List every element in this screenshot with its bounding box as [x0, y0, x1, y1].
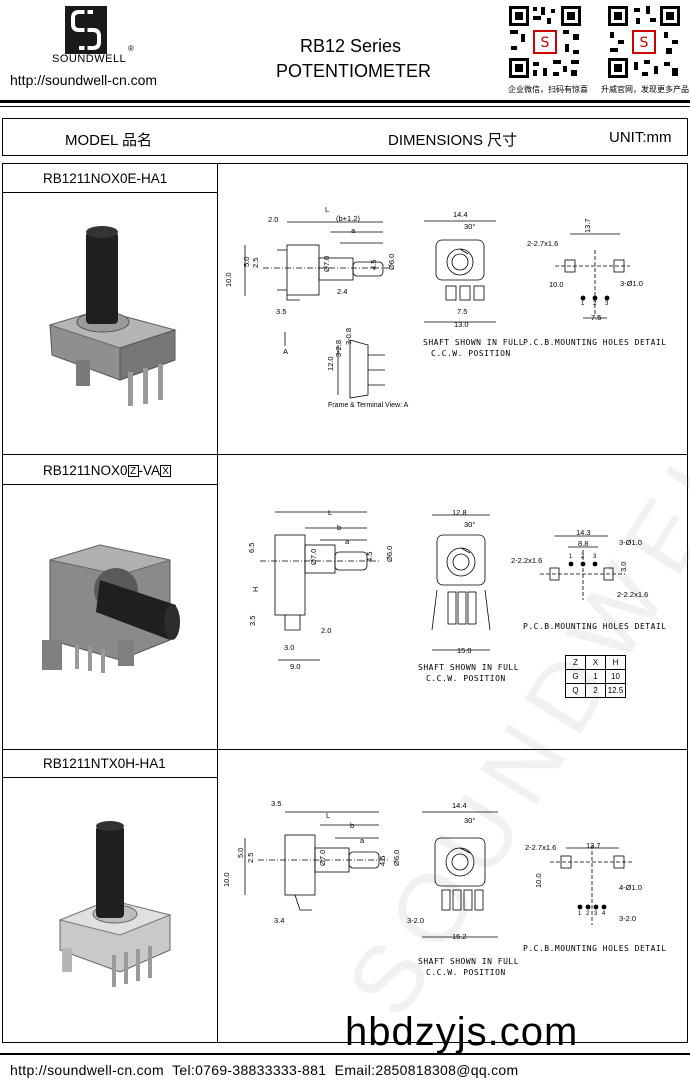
unit-label: UNIT:mm: [609, 129, 672, 146]
pcb-caption-3: P.C.B.MOUNTING HOLES DETAIL: [523, 944, 667, 953]
model-name-3: RB1211NTX0H-HA1: [43, 756, 166, 771]
variant-table-cell: X: [585, 655, 606, 670]
shaft-caption-3-line1: SHAFT SHOWN IN FULL: [418, 957, 520, 966]
shaft-caption-2-line2: C.C.W. POSITION: [426, 674, 506, 683]
product-title: POTENTIOMETER: [276, 61, 432, 81]
row-divider: [3, 777, 217, 778]
column-header-bar: MODEL 品名 DIMENSIONS 尺寸 UNIT:mm: [2, 118, 688, 156]
variant-table-cell: 12.5: [605, 683, 626, 698]
variant-table-cell: Z: [565, 655, 586, 670]
model-name-2-mid: -VA: [138, 463, 161, 478]
site-watermark: hbdzyjs.com: [345, 1010, 579, 1054]
brand-name: SOUNDWELL: [52, 53, 127, 65]
variant-table-row: G 1 10: [565, 669, 626, 684]
header-rule-thin: [0, 106, 690, 107]
soundwell-logo: [65, 6, 107, 54]
variant-table: Z X H G 1 10 Q 2 12.5: [565, 655, 626, 698]
shaft-caption-2-line1: SHAFT SHOWN IN FULL: [418, 663, 520, 672]
shaft-caption-3-line2: C.C.W. POSITION: [426, 968, 506, 977]
model-variant-z-box: Z: [127, 465, 139, 477]
row-divider: [3, 192, 217, 193]
row-divider: [3, 484, 217, 485]
variant-table-cell: 10: [605, 669, 626, 684]
variant-table-row: Q 2 12.5: [565, 683, 626, 698]
pcb-caption-1: P.C.B.MOUNTING HOLES DETAIL: [523, 338, 667, 347]
svg-text:S: S: [640, 35, 649, 51]
model-name-1: RB1211NOX0E-HA1: [43, 171, 168, 186]
row-divider: [3, 454, 687, 455]
variant-table-cell: G: [565, 669, 586, 684]
column-divider: [217, 164, 218, 1042]
model-variant-x-box: X: [160, 465, 172, 477]
variant-table-cell: 2: [585, 683, 606, 698]
svg-text:S: S: [541, 35, 550, 51]
qr-right-caption: 升威官网，发现更多产品: [601, 85, 689, 94]
footer-contact: http://soundwell-cn.com Tel:0769-3883333…: [10, 1062, 519, 1078]
footer-rule: [0, 1053, 690, 1055]
row-divider: [3, 749, 687, 750]
series-title: RB12 Series: [300, 36, 402, 56]
wechat-qr-code[interactable]: S: [507, 4, 583, 80]
shaft-caption-1-line1: SHAFT SHOWN IN FULL: [423, 338, 525, 347]
terminal-view-caption: Frame & Terminal View: A: [328, 402, 409, 409]
qr-left-caption: 企业微信，扫码有惊喜: [508, 85, 588, 94]
website-qr-code[interactable]: S: [606, 4, 682, 80]
registered-mark: ®: [128, 44, 134, 53]
dimensions-column-header: DIMENSIONS 尺寸: [388, 132, 518, 149]
model-column-header: MODEL 品名: [65, 132, 152, 149]
variant-table-cell: Q: [565, 683, 586, 698]
shaft-caption-1-line2: C.C.W. POSITION: [431, 349, 511, 358]
variant-table-cell: H: [605, 655, 626, 670]
header-website[interactable]: http://soundwell-cn.com: [10, 72, 158, 88]
header-rule: [0, 100, 690, 103]
model-name-2-prefix: RB1211NOX0: [43, 463, 128, 478]
variant-table-cell: 1: [585, 669, 606, 684]
pcb-caption-2: P.C.B.MOUNTING HOLES DETAIL: [523, 622, 667, 631]
variant-table-header-row: Z X H: [565, 655, 626, 670]
